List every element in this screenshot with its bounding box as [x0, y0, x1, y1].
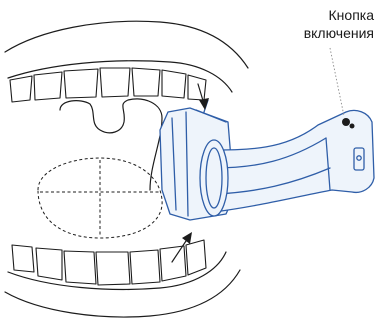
device-collar — [200, 140, 228, 216]
lower-teeth — [12, 240, 206, 285]
tongue — [38, 158, 162, 238]
upper-teeth — [10, 68, 206, 102]
power-button-label: Кнопка включения — [254, 6, 374, 42]
power-button-label-line2: включения — [254, 24, 374, 42]
callout-leader — [330, 48, 344, 116]
device-handle — [206, 110, 374, 212]
palate-outline — [60, 99, 162, 190]
power-button-label-line1: Кнопка — [254, 6, 374, 24]
